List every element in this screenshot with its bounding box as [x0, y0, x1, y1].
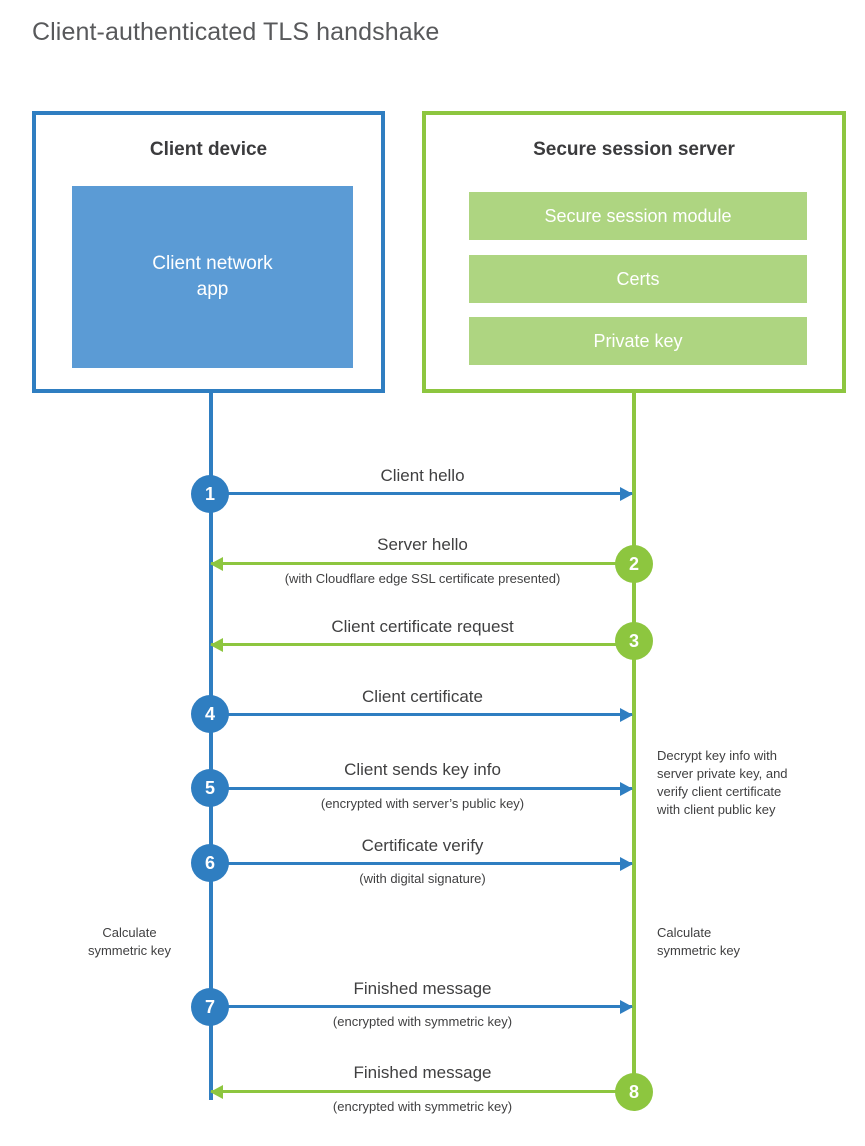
secure-session-server-title: Secure session server	[533, 139, 735, 160]
server-component-private-key: Private key	[469, 317, 807, 365]
step-3-label: Client certificate request	[331, 617, 514, 636]
step-2-sublabel: (with Cloudflare edge SSL certificate pr…	[284, 571, 561, 586]
step-5-arrow	[211, 781, 633, 796]
arrowhead-right-icon	[620, 486, 633, 501]
client-device-title: Client device	[149, 139, 268, 160]
step-7-sublabel: (encrypted with symmetric key)	[332, 1014, 513, 1029]
step-8-marker[interactable]: 8	[615, 1073, 653, 1111]
server-component-secure-session-module: Secure session module	[469, 192, 807, 240]
client-device-box: Client device Client network app	[32, 111, 385, 393]
step-8-sublabel: (encrypted with symmetric key)	[332, 1099, 513, 1114]
secure-session-server-box: Secure session server Secure session mod…	[422, 111, 846, 393]
step-6-sublabel: (with digital signature)	[359, 871, 486, 886]
step-4-marker[interactable]: 4	[191, 695, 229, 733]
step-3-arrow	[210, 637, 632, 652]
step-7-arrow	[211, 999, 633, 1014]
server-calculate-symmetric-key-annotation: Calculate symmetric key	[657, 925, 741, 958]
step-1-marker[interactable]: 1	[191, 475, 229, 513]
step-8-arrow	[210, 1084, 632, 1099]
arrowhead-left-icon	[210, 637, 223, 652]
arrowhead-right-icon	[620, 856, 633, 871]
page-title: Client-authenticated TLS handshake	[32, 18, 440, 46]
arrowhead-left-icon	[210, 556, 223, 571]
client-lifeline	[209, 393, 213, 1100]
arrowhead-right-icon	[620, 999, 633, 1014]
step-2-label: Server hello	[377, 535, 468, 554]
server-lifeline	[632, 393, 636, 1092]
step-2-marker[interactable]: 2	[615, 545, 653, 583]
step-1-label: Client hello	[380, 466, 465, 485]
arrowhead-left-icon	[210, 1084, 223, 1099]
step-4-arrow	[211, 707, 633, 722]
client-calculate-symmetric-key-annotation: Calculate symmetric key	[87, 925, 172, 958]
step-5-label: Client sends key info	[344, 760, 501, 779]
step-7-label: Finished message	[353, 979, 492, 998]
arrowhead-right-icon	[620, 707, 633, 722]
arrowhead-right-icon	[620, 781, 633, 796]
step-7-marker[interactable]: 7	[191, 988, 229, 1026]
step-4-label: Client certificate	[362, 687, 483, 706]
server-decrypt-annotation: Decrypt key info with server private key…	[657, 748, 788, 817]
step-3-marker[interactable]: 3	[615, 622, 653, 660]
client-network-app-block: Client network app	[72, 186, 353, 368]
step-2-arrow	[210, 556, 632, 571]
step-6-marker[interactable]: 6	[191, 844, 229, 882]
step-6-label: Certificate verify	[361, 836, 484, 855]
step-1-arrow	[211, 486, 633, 501]
step-5-sublabel: (encrypted with server’s public key)	[320, 796, 525, 811]
step-6-arrow	[211, 856, 633, 871]
step-5-marker[interactable]: 5	[191, 769, 229, 807]
step-8-label: Finished message	[353, 1063, 492, 1082]
server-component-certs: Certs	[469, 255, 807, 303]
